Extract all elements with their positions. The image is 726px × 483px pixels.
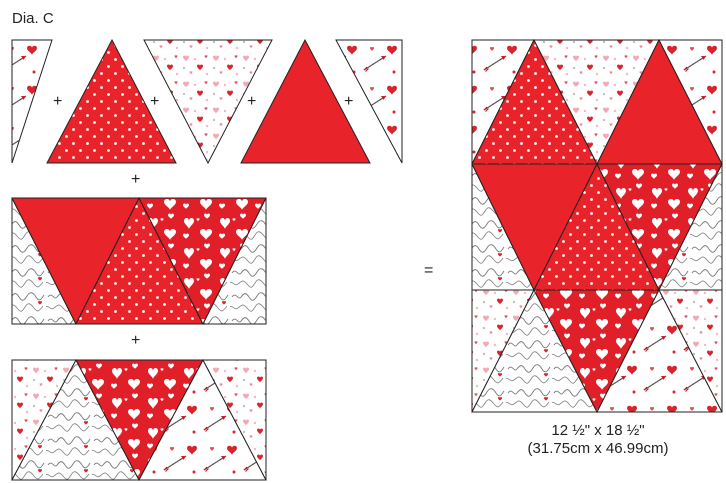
row3-outline <box>11 359 267 481</box>
row1-triangle-solid <box>240 38 371 164</box>
row3-strip <box>11 358 267 482</box>
row1-triangle-dots <box>46 38 177 164</box>
size-imperial: 12 ½" x 18 ½" <box>551 422 645 439</box>
plus-sign: + <box>131 171 141 188</box>
size-metric: (31.75cm x 46.99cm) <box>527 440 669 457</box>
row2-outline <box>11 197 267 325</box>
row1-side-piece-left <box>11 39 53 164</box>
finished-size-label: 12 ½" x 18 ½" (31.75cm x 46.99cm) <box>462 422 726 458</box>
plus-sign: + <box>344 93 354 110</box>
row1-inverted-triangle-confetti <box>143 39 273 165</box>
row1-side-piece-right <box>335 39 403 164</box>
block-outline <box>471 39 723 413</box>
row1-pieces <box>11 38 403 165</box>
equals-sign: = <box>424 262 434 279</box>
plus-sign: + <box>53 93 63 110</box>
diagram-title: Dia. C <box>12 10 54 27</box>
plus-sign: + <box>150 93 160 110</box>
finished-block <box>471 38 723 414</box>
row2-strip <box>11 196 267 326</box>
plus-sign: + <box>247 93 257 110</box>
plus-sign: + <box>131 332 141 349</box>
